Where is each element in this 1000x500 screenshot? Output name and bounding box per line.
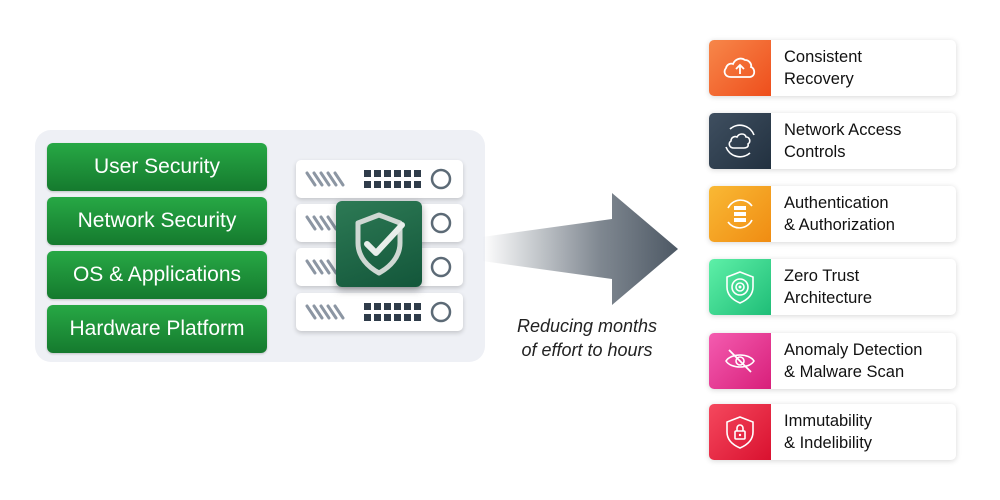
feature-label: Immutability & Indelibility [784,412,873,452]
layer-user-security: User Security [47,143,267,191]
server-unit-icon [305,168,452,190]
server-unit [296,160,463,198]
arrow-right-icon [482,193,678,305]
shield-check-badge [336,201,422,287]
server-unit-icon [305,256,452,278]
feature-tile [709,40,771,96]
feature-card-anomaly-detection: Anomaly Detection & Malware Scan [709,333,956,389]
layer-os-applications: OS & Applications [47,251,267,299]
feature-tile [709,333,771,389]
eye-off-icon [725,349,755,373]
feature-label: Network Access Controls [784,121,902,161]
feature-card-zero-trust-architecture: Zero Trust Architecture [709,259,956,315]
feature-tile [709,404,771,460]
layer-network-security: Network Security [47,197,267,245]
effort-caption: Reducing months of effort to hours [516,316,658,360]
feature-tile [709,186,771,242]
database-refresh-icon [727,199,753,229]
feature-label: Anomaly Detection & Malware Scan [784,341,923,381]
shield-target-icon [726,271,754,304]
layer-hardware-platform: Hardware Platform [47,305,267,353]
server-unit-icon [305,301,452,323]
feature-label: Zero Trust Architecture [784,267,873,307]
feature-card-authentication-authorization: Authentication & Authorization [709,186,956,242]
feature-tile [709,113,771,169]
cloud-refresh-icon [725,124,755,158]
shield-check-icon [355,212,405,276]
feature-card-network-access-controls: Network Access Controls [709,113,956,169]
feature-label: Consistent Recovery [784,48,862,88]
feature-card-immutability: Immutability & Indelibility [709,404,956,460]
shield-lock-icon [726,416,754,449]
server-unit [296,293,463,331]
feature-tile [709,259,771,315]
feature-label: Authentication & Authorization [784,194,895,234]
feature-card-consistent-recovery: Consistent Recovery [709,40,956,96]
server-unit-icon [305,212,452,234]
cloud-upload-icon [723,57,756,78]
